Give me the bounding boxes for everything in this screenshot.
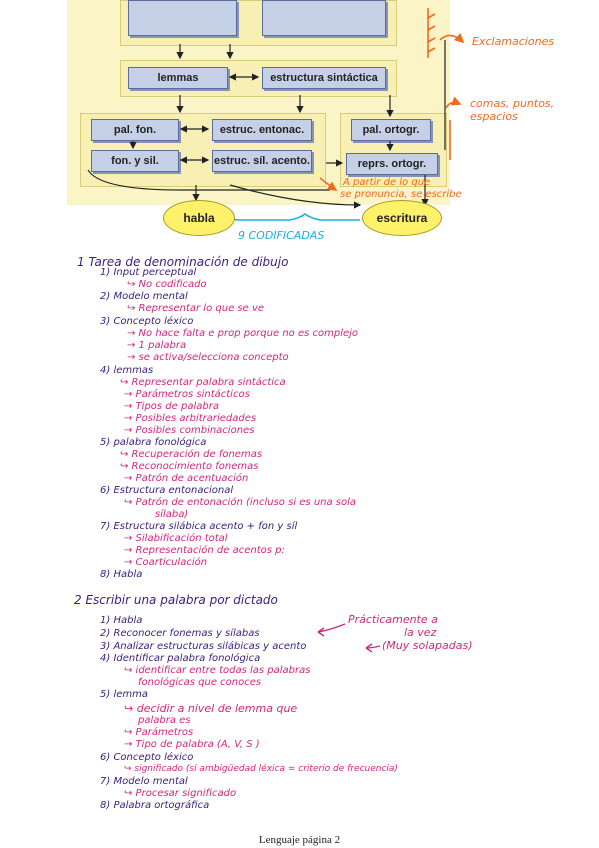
s1-line: 4) lemmas <box>100 365 154 376</box>
estruc-entonac-label: estruc. entonac. <box>219 124 305 136</box>
pal-ortogr-box: pal. ortogr. <box>351 119 431 141</box>
s2-line: 1) Habla <box>100 615 143 626</box>
s2-line: → Tipo de palabra (A, V, S ) <box>124 739 260 750</box>
repr-ortogr-box: reprs. ortogr. <box>346 153 438 175</box>
estruc-sil-acento-label: estruc. síl. acento. <box>214 155 310 167</box>
s2-line: 8) Palabra ortográfica <box>100 800 210 811</box>
estructura-sintactica-label: estructura sintáctica <box>270 72 378 84</box>
annotation-comas-2: espacios <box>470 110 518 123</box>
pal-ortogr-label: pal. ortogr. <box>362 124 420 136</box>
side-note-arrows <box>317 623 381 653</box>
s1-line: 6) Estructura entonacional <box>100 485 234 496</box>
s2-line: ↪ significado (si ambigüedad léxica = cr… <box>124 764 398 774</box>
s1-line: ↪ Recuperación de fonemas <box>120 449 263 460</box>
s2-line: 6) Concepto léxico <box>100 752 194 763</box>
section1-title: 1 Tarea de denominación de dibujo <box>77 255 289 269</box>
s1-line: → Representación de acentos p: <box>124 545 285 556</box>
lemmas-box: lemmas <box>128 67 228 89</box>
lemmas-label: lemmas <box>157 72 199 84</box>
repr-ortogr-label: reprs. ortogr. <box>357 158 427 170</box>
side-note-line1: Prácticamente a <box>348 613 438 626</box>
processing-diagram: lemmas estructura sintáctica pal. fon. e… <box>0 0 599 245</box>
habla-label: habla <box>183 211 215 225</box>
annotation-codificadas: 9 CODIFICADAS <box>238 229 325 242</box>
s1-line: 7) Estructura silábica acento + fon y sí… <box>100 521 298 532</box>
page-footer: Lenguaje página 2 <box>258 834 341 846</box>
s2-line: 5) lemma <box>100 689 148 700</box>
s1-line: → Tipos de palabra <box>124 401 219 412</box>
s2-line: 7) Modelo mental <box>100 776 188 787</box>
pal-fon-box: pal. fon. <box>91 119 179 141</box>
s1-line: → Posibles combinaciones <box>124 425 255 436</box>
s1-line: → Silabificación total <box>124 533 228 544</box>
side-note-line3: (Muy solapadas) <box>382 639 473 652</box>
s1-line: ↪ Representar palabra sintáctica <box>120 377 286 388</box>
annotation-exclamaciones: Exclamaciones <box>472 35 555 48</box>
s2-line: 3) Analizar estructuras silábicas y acen… <box>100 641 307 652</box>
escritura-label: escritura <box>376 211 428 225</box>
s2-line: ↪ decidir a nivel de lemma que <box>124 702 298 715</box>
s1-line: → No hace falta e prop porque no es comp… <box>127 328 359 339</box>
estructura-sintactica-box: estructura sintáctica <box>262 67 386 89</box>
fon-y-sil-label: fon. y sil. <box>111 155 159 167</box>
s1-line: 2) Modelo mental <box>100 291 188 302</box>
s1-line: → Posibles arbitrariedades <box>124 413 257 424</box>
section2-title: 2 Escribir una palabra por dictado <box>74 593 278 607</box>
fon-y-sil-box: fon. y sil. <box>91 150 179 172</box>
s1-line: 8) Habla <box>100 569 143 580</box>
s1-line: → Parámetros sintácticos <box>124 389 250 400</box>
annotation-partir-2: se pronuncia, se escribe <box>340 189 462 200</box>
annotation-partir-1: A partir de lo que <box>343 177 431 188</box>
top-right-box <box>262 0 386 36</box>
s1-line: → se activa/selecciona concepto <box>127 352 289 363</box>
s2-line: 4) Identificar palabra fonológica <box>100 653 261 664</box>
s2-line: 2) Reconocer fonemas y sílabas <box>100 628 260 639</box>
s2-line: palabra es <box>138 715 191 726</box>
s1-line: 3) Concepto léxico <box>100 316 194 327</box>
s2-line: ↪ identificar entre todas las palabras <box>124 665 311 676</box>
s2-line: fonológicas que conoces <box>138 677 262 688</box>
estruc-sil-acento-box: estruc. síl. acento. <box>212 150 312 172</box>
s1-line: sílaba) <box>155 509 189 520</box>
habla-ellipse: habla <box>163 200 235 236</box>
s1-line: → Patrón de acentuación <box>124 473 249 484</box>
top-left-box <box>128 0 237 36</box>
annotation-comas-1: comas, puntos, <box>470 97 555 110</box>
s2-line: ↪ Parámetros <box>124 727 194 738</box>
s2-line: ↪ Procesar significado <box>124 788 237 799</box>
side-note-line2: la vez <box>404 626 437 639</box>
pal-fon-label: pal. fon. <box>113 124 157 136</box>
s1-line: 1) Input perceptual <box>100 267 197 278</box>
s1-line: ↪ Reconocimiento fonemas <box>120 461 259 472</box>
estruc-entonac-box: estruc. entonac. <box>212 119 312 141</box>
s1-line: ↪ Patrón de entonación (incluso si es un… <box>124 497 357 508</box>
s1-line: → Coarticulación <box>124 557 208 568</box>
s1-line: 5) palabra fonológica <box>100 437 207 448</box>
s1-line: → 1 palabra <box>127 340 187 351</box>
s1-line: ↪ Representar lo que se ve <box>127 303 265 314</box>
s1-line: ↪ No codificado <box>127 279 207 290</box>
escritura-ellipse: escritura <box>362 200 442 236</box>
